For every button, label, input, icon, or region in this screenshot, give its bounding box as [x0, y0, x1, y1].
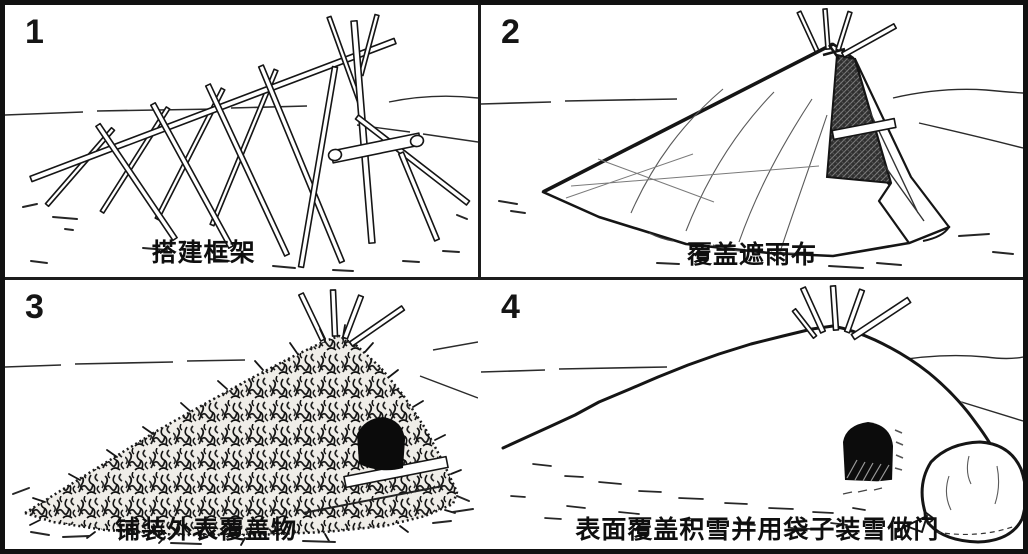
panel-caption: 铺装外表覆盖物: [115, 516, 298, 544]
pole-frame-illustration: [5, 13, 478, 272]
brush-shelter-illustration: [5, 289, 478, 546]
panel-number: 4: [501, 288, 520, 326]
panel-caption: 表面覆盖积雪并用袋子装雪做门: [575, 516, 940, 544]
panel-divider-vertical: [478, 5, 481, 277]
panel-2-tarp: 2: [481, 5, 1023, 277]
panel-grid: 1 搭建框架 2: [5, 5, 1023, 549]
panel-divider-horizontal: [5, 277, 1023, 280]
tarp-shelter-illustration: [481, 8, 1023, 269]
panel-number: 3: [25, 288, 44, 326]
panel-caption: 覆盖遮雨布: [686, 241, 818, 269]
panel-number: 1: [25, 13, 44, 51]
panel-number: 2: [501, 13, 520, 51]
panel-4-snow: 4 表面覆盖积雪并用袋子装雪做门: [481, 280, 1023, 549]
panel-3-brush: 3: [5, 280, 478, 549]
panel-1-frame: 1 搭建框架: [5, 5, 478, 277]
snow-shelter-illustration: [481, 285, 1023, 544]
panel-caption: 搭建框架: [151, 239, 256, 267]
